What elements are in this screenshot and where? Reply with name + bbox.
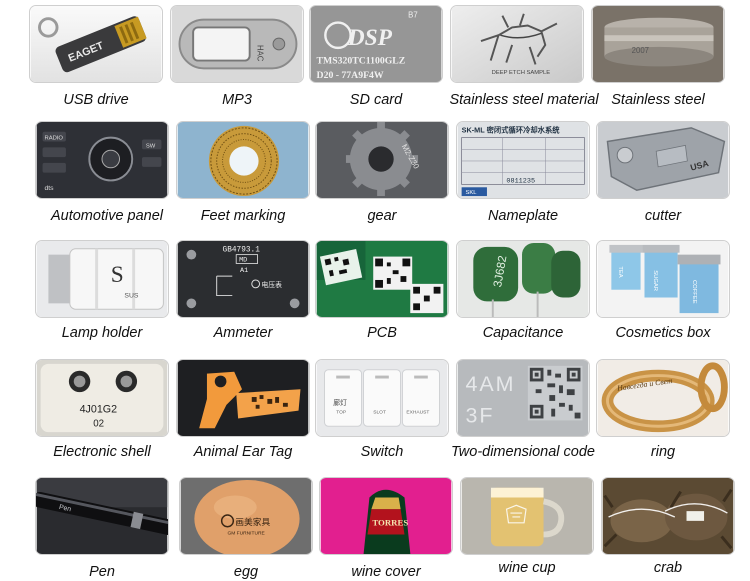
panel-radio-text: RADIO xyxy=(45,136,64,142)
nameplate-brand: SKL xyxy=(466,190,478,196)
gear-label: gear xyxy=(367,208,397,224)
shell-sub-code: 02 xyxy=(93,418,104,429)
panel-dts-text: dts xyxy=(45,185,55,192)
pcb-label: PCB xyxy=(367,325,397,341)
cosmetics-coffee: COFFEE xyxy=(691,280,697,304)
crab-label: crab xyxy=(653,560,683,576)
ammeter-a1: A1 xyxy=(240,267,248,275)
cutter-engraving: USA xyxy=(689,158,710,173)
stainless-steel-photo: 2007 xyxy=(591,5,725,83)
steel-engraving: 2007 xyxy=(632,46,649,55)
switch-exhaust-en: EXHAUST xyxy=(406,410,429,416)
two-dimensional-code-label: Two-dimensional code xyxy=(451,444,595,460)
automotive-panel-label: Automotive panel xyxy=(50,208,164,224)
steel-sample-caption: DEEP ETCH SAMPLE xyxy=(492,70,551,76)
stainless-steel-material-label: Stainless steel material xyxy=(449,92,599,108)
lamp-holder-engraving: SUS xyxy=(124,293,138,300)
usb-drive-label: USB drive xyxy=(63,92,129,108)
wine-cup-label: wine cup xyxy=(498,560,556,576)
ammeter-md: MD xyxy=(239,256,247,264)
mp3-engraving: HAC xyxy=(255,45,264,62)
cosmetics-box-label: Cosmetics box xyxy=(615,325,711,341)
crab-photo xyxy=(601,477,735,555)
automotive-panel-photo: RADIO SW dts xyxy=(35,121,169,199)
egg-photo: 画美家具 GM FURNITURE xyxy=(179,477,313,555)
lamp-holder-label: Lamp holder xyxy=(61,325,143,341)
ammeter-standard: GB4793.1 xyxy=(223,247,261,255)
code-text-line2: 3F xyxy=(466,403,495,427)
wine-cover-photo: TORRES xyxy=(319,477,453,555)
sd-card-photo: DSP B7 TMS320TC1100GLZ D20 - 77A9F4W xyxy=(309,5,443,83)
electronic-shell-photo: 4J01G2 02 xyxy=(35,359,169,437)
capacitance-label: Capacitance xyxy=(482,325,564,341)
lamp-holder-logo: S xyxy=(111,262,124,288)
nameplate-label: Nameplate xyxy=(487,208,559,224)
cosmetics-tea: TEA xyxy=(617,266,623,277)
pen-label: Pen xyxy=(89,564,115,580)
pcb-photo xyxy=(315,240,449,318)
switch-light-cn: 廊灯 xyxy=(333,398,347,407)
sd-lot-number: D20 - 77A9F4W xyxy=(317,70,384,81)
capacitor-marking: 3J682 xyxy=(491,255,509,289)
ammeter-voltage: 电压表 xyxy=(262,280,283,289)
pen-engraving: Pen xyxy=(58,504,72,513)
egg-label: egg xyxy=(233,564,259,580)
electronic-shell-label: Electronic shell xyxy=(53,444,151,460)
feet-marking-label: Feet marking xyxy=(200,208,286,224)
animal-ear-tag-label: Animal Ear Tag xyxy=(193,444,293,460)
stainless-steel-material-photo: DEEP ETCH SAMPLE xyxy=(450,5,584,83)
capacitance-photo: 3J682 xyxy=(456,240,590,318)
nameplate-title: SK-ML 密闭式循环冷却水系统 xyxy=(462,126,561,135)
feet-marking-photo xyxy=(176,121,310,199)
sd-logo-text: DSP xyxy=(347,25,393,51)
usb-drive-photo: EAGET xyxy=(29,5,163,83)
sd-card-label: SD card xyxy=(349,92,403,108)
sd-code: B7 xyxy=(408,11,418,20)
nameplate-serial: 0811235 xyxy=(506,177,535,185)
switch-slot-en: SLOT xyxy=(373,410,386,416)
shell-code: 4J01G2 xyxy=(80,404,118,416)
nameplate-photo: SK-ML 密闭式循环冷却水系统 0811235 SKL xyxy=(456,121,590,199)
egg-brand-en: GM FURNITURE xyxy=(227,531,265,537)
switch-label: Switch xyxy=(360,444,404,460)
cosmetics-sugar: SUGAR xyxy=(652,270,658,291)
ring-label: ring xyxy=(650,444,676,460)
cutter-photo: USA xyxy=(596,121,730,199)
switch-top-en: TOP xyxy=(336,410,346,416)
wine-brand: TORRES xyxy=(372,518,408,528)
ammeter-label: Ammeter xyxy=(213,325,273,341)
code-text-line1: 4AM xyxy=(466,372,516,396)
panel-sw-text: SW xyxy=(146,143,156,149)
egg-brand-cn: 画美家具 xyxy=(235,516,270,527)
lamp-holder-photo: S SUS xyxy=(35,240,169,318)
wine-cover-label: wine cover xyxy=(351,564,421,580)
ammeter-photo: GB4793.1 MD A1 电压表 xyxy=(176,240,310,318)
stainless-steel-label: Stainless steel xyxy=(611,92,705,108)
cosmetics-box-photo: TEA SUGAR COFFEE xyxy=(596,240,730,318)
mp3-label: MP3 xyxy=(222,92,252,108)
sd-part-number: TMS320TC1100GLZ xyxy=(317,55,406,66)
mp3-photo: HAC xyxy=(170,5,304,83)
cutter-label: cutter xyxy=(644,208,682,224)
two-dimensional-code-photo: 4AM 3F xyxy=(456,359,590,437)
wine-cup-photo xyxy=(460,477,594,555)
switch-photo: 廊灯 TOP SLOT EXHAUST xyxy=(315,359,449,437)
gear-photo: M2-Z30 xyxy=(315,121,449,199)
pen-photo: Pen xyxy=(35,477,169,555)
ring-photo: Навсегда и Свет xyxy=(596,359,730,437)
animal-ear-tag-photo xyxy=(176,359,310,437)
